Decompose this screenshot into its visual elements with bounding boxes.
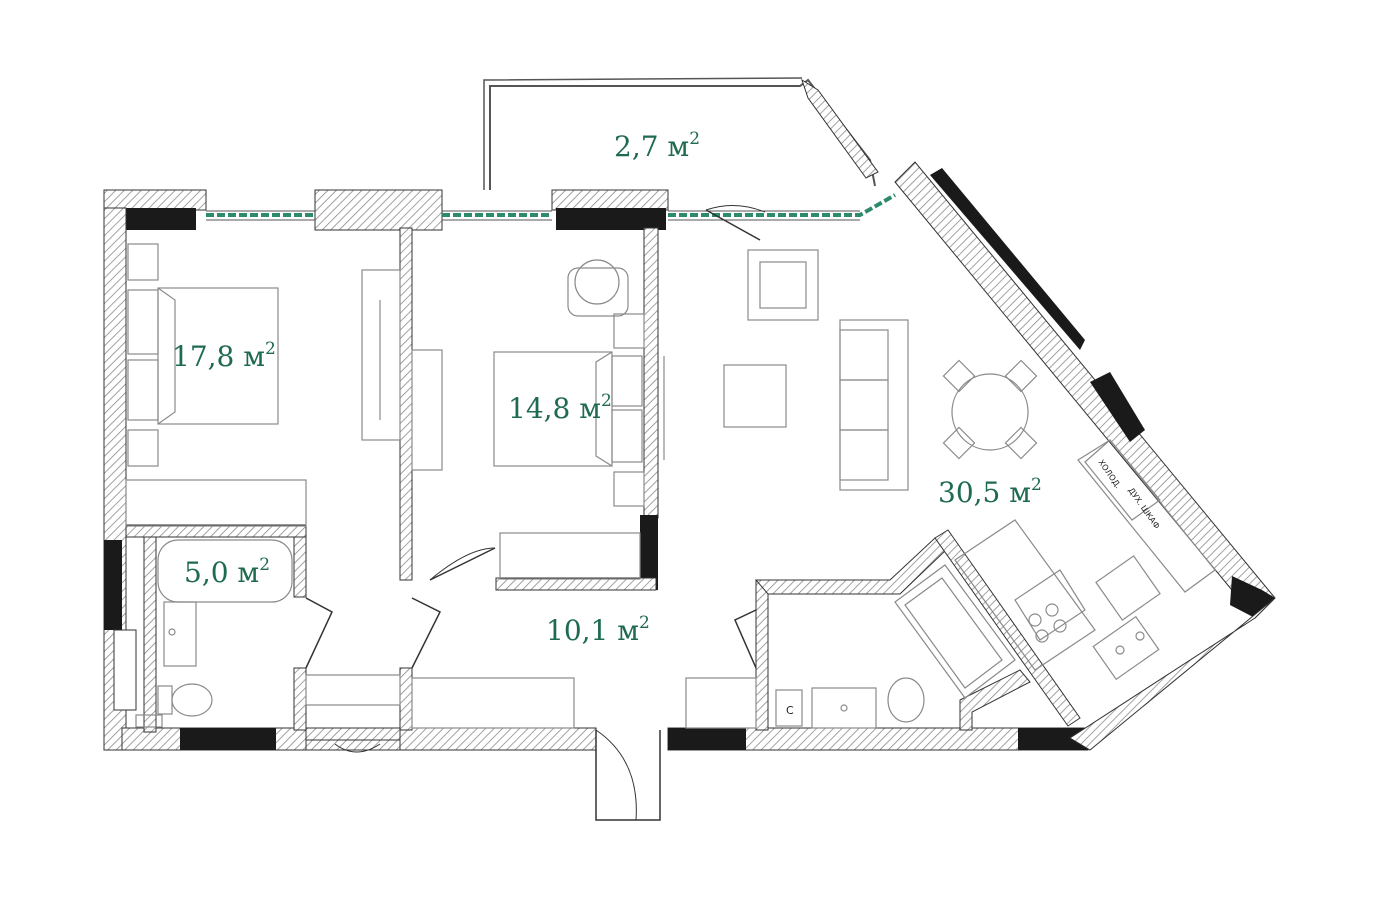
hallway-furniture (305, 674, 757, 729)
bathroom-2-fixtures (775, 564, 1016, 729)
bedroom-1-furniture (125, 243, 401, 527)
bedroom-2-furniture (411, 259, 665, 580)
outer-walls (103, 161, 1276, 751)
doors (305, 205, 766, 821)
living-kitchen-area-label: 30,5 м2 (938, 475, 1042, 509)
hallway-area-label: 10,1 м2 (546, 613, 650, 647)
living-furniture (723, 249, 1216, 681)
washer-label: С (786, 704, 794, 717)
bedroom-1-area-label: 17,8 м2 (172, 339, 276, 373)
balcony-area-label: 2,7 м2 (614, 129, 700, 163)
fridge-label: ХОЛОД. (1096, 458, 1122, 490)
bathroom-1-area-label: 5,0 м2 (184, 555, 270, 589)
interior-walls (125, 227, 1081, 751)
windows (206, 193, 896, 221)
bedroom-2-area-label: 14,8 м2 (508, 391, 612, 425)
balcony (483, 77, 879, 190)
bathroom-1-fixtures (135, 539, 293, 728)
